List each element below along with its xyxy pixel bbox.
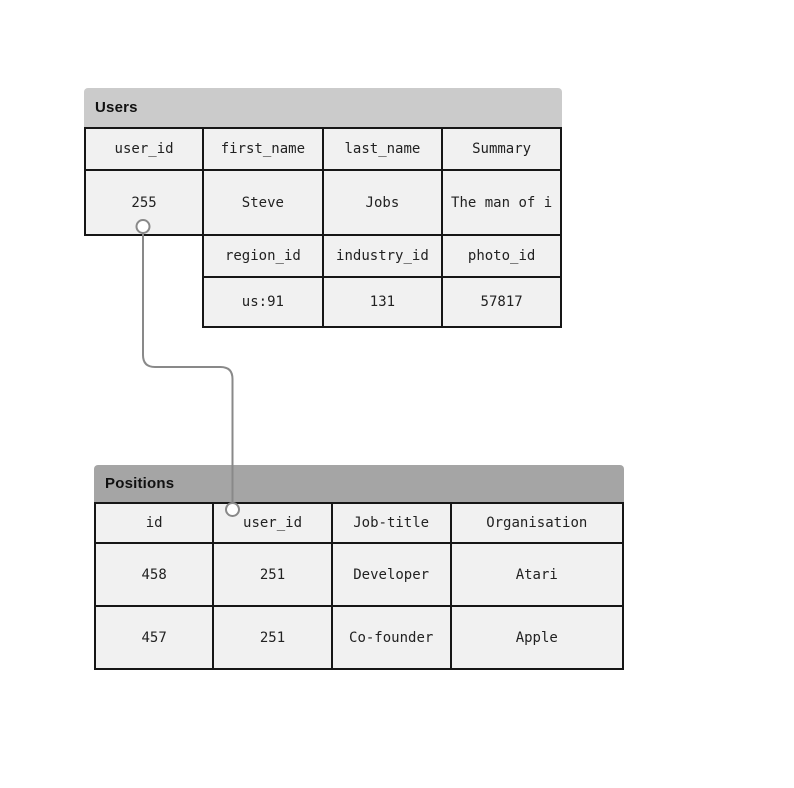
users-cell-summary: The man of i xyxy=(441,169,562,236)
users-col-user-id: user_id xyxy=(83,127,205,171)
users-col-last-name: last_name xyxy=(321,127,444,171)
users-table-title-bar[interactable]: Users xyxy=(84,88,562,127)
positions-col-user-id: user_id xyxy=(212,502,333,544)
positions-cell-id: 457 xyxy=(93,605,215,670)
users-cell-photo-id: 57817 xyxy=(441,276,562,328)
positions-col-id: id xyxy=(93,502,215,544)
positions-header-row: id user_id Job-title Organisation xyxy=(93,502,625,544)
positions-table: id user_id Job-title Organisation 458 25… xyxy=(93,502,625,670)
positions-cell-id: 458 xyxy=(93,542,215,607)
positions-col-organisation: Organisation xyxy=(449,502,625,544)
users-cell-last-name: Jobs xyxy=(321,169,444,236)
positions-cell-user-id: 251 xyxy=(212,605,333,670)
users-cell-region-id: us:91 xyxy=(202,276,324,328)
users-cell-first-name: Steve xyxy=(202,169,324,236)
users-col-industry-id: industry_id xyxy=(321,234,444,278)
users-cell-industry-id: 131 xyxy=(321,276,444,328)
positions-data-row: 457 251 Co-founder Apple xyxy=(93,605,625,670)
positions-col-job-title: Job-title xyxy=(330,502,452,544)
users-header-row: user_id first_name last_name Summary xyxy=(83,127,562,171)
users-table-shape[interactable]: Users user_id first_name last_name Summa… xyxy=(83,88,562,328)
users-col-photo-id: photo_id xyxy=(441,234,562,278)
positions-cell-job-title: Co-founder xyxy=(330,605,452,670)
positions-data-row: 458 251 Developer Atari xyxy=(93,542,625,607)
positions-cell-user-id: 251 xyxy=(212,542,333,607)
connector-endpoint-users[interactable] xyxy=(135,219,151,234)
connector-line[interactable] xyxy=(142,233,234,503)
users-col-first-name: first_name xyxy=(202,127,324,171)
positions-cell-organisation: Apple xyxy=(449,605,625,670)
users-extra-header-row: region_id industry_id photo_id xyxy=(85,234,562,278)
connector-endpoint-positions[interactable] xyxy=(225,502,240,517)
positions-table-title: Positions xyxy=(105,475,175,492)
users-table: user_id first_name last_name Summary 255… xyxy=(83,127,562,328)
users-col-summary: Summary xyxy=(441,127,562,171)
positions-cell-organisation: Atari xyxy=(449,542,625,607)
positions-cell-job-title: Developer xyxy=(330,542,452,607)
positions-table-shape[interactable]: Positions id user_id Job-title Organisat… xyxy=(93,465,625,670)
users-table-title: Users xyxy=(95,99,138,116)
users-extra-data-row: us:91 131 57817 xyxy=(85,276,562,328)
positions-table-title-bar[interactable]: Positions xyxy=(94,465,624,502)
users-col-region-id: region_id xyxy=(202,234,324,278)
